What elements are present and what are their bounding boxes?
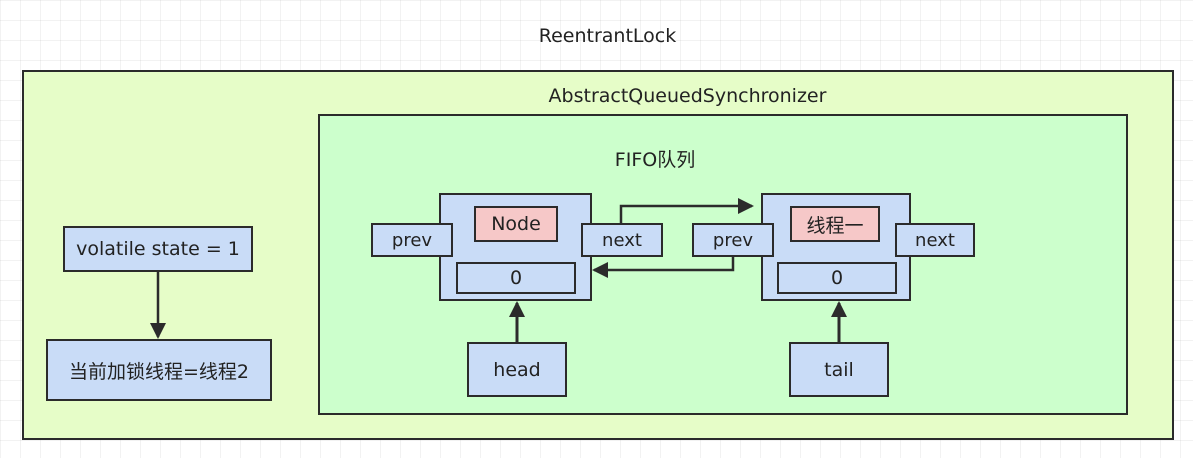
node-head-value: 0 [456,262,576,294]
node-tail-next: next [895,223,975,257]
node-tail-prev: prev [692,223,774,257]
owner-thread-box: 当前加锁线程=线程2 [46,339,272,401]
aqs-title: AbstractQueuedSynchronizer [548,85,827,107]
reentrantlock-title: ReentrantLock [538,25,677,47]
head-pointer-box: head [467,342,567,397]
fifo-title: FIFO队列 [614,148,696,171]
node-head-next: next [581,223,663,257]
node-head-prev: prev [371,223,453,257]
tail-pointer-box: tail [789,342,889,397]
node-tail-name: 线程一 [790,206,880,242]
state-box: volatile state = 1 [63,226,253,272]
node-tail-value: 0 [777,262,897,294]
node-head-name: Node [474,206,558,242]
